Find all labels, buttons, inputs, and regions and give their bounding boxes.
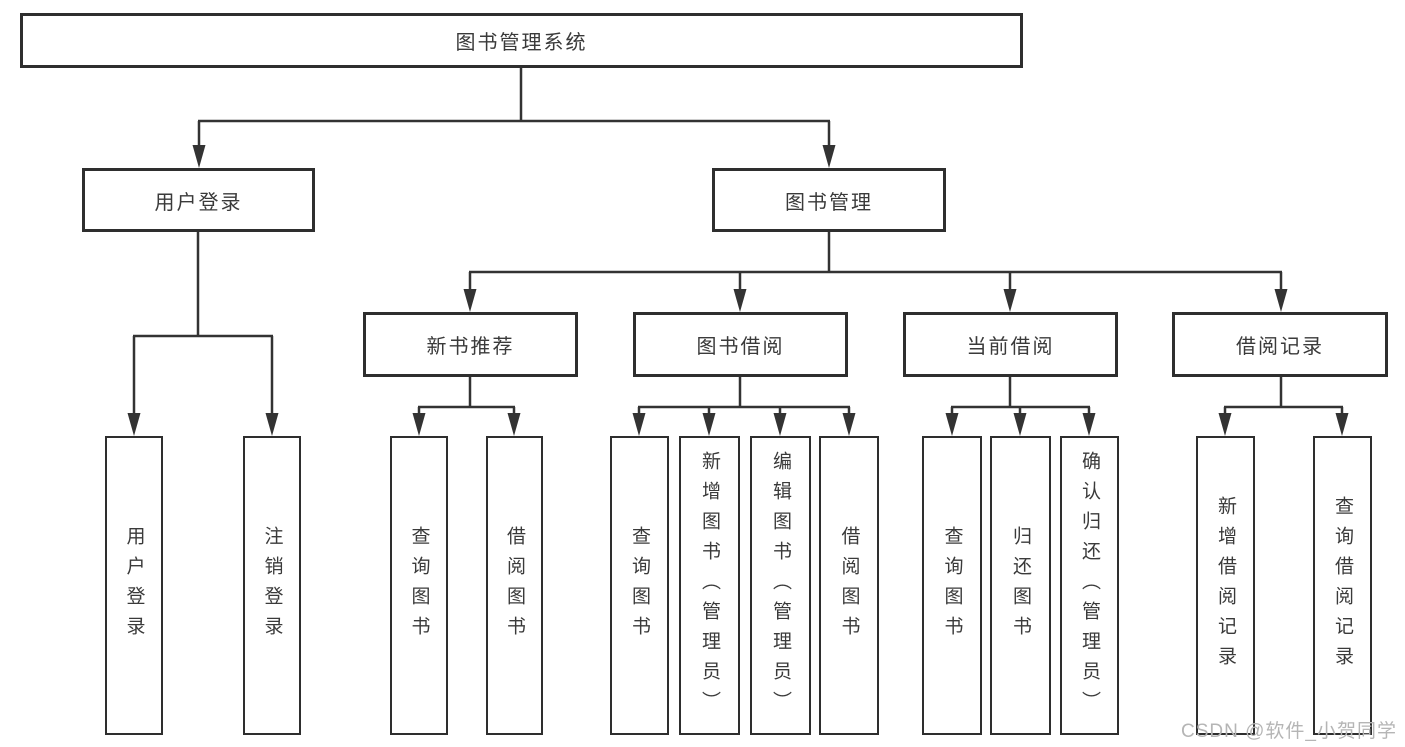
node-root: 图书管理系统 [20,13,1023,68]
leaf-add-borrow-record: 新增借阅记录 [1196,436,1255,735]
node-user-login-branch: 用户登录 [82,168,315,232]
node-borrow-records: 借阅记录 [1172,312,1388,377]
leaf-borrow-book-2: 借阅图书 [819,436,879,735]
csdn-watermark: CSDN @软件_小贺同学 [1181,721,1397,742]
leaf-return-book: 归还图书 [990,436,1051,735]
leaf-logout: 注销登录 [243,436,301,735]
leaf-edit-book-admin: 编辑图书（管理员） [750,436,811,735]
leaf-query-book-1: 查询图书 [390,436,448,735]
node-current-borrow: 当前借阅 [903,312,1118,377]
node-book-management-branch: 图书管理 [712,168,946,232]
leaf-add-book-admin: 新增图书（管理员） [679,436,740,735]
leaf-confirm-return-admin: 确认归还（管理员） [1060,436,1119,735]
leaf-query-book-3: 查询图书 [922,436,982,735]
leaf-borrow-book-1: 借阅图书 [486,436,543,735]
leaf-query-book-2: 查询图书 [610,436,669,735]
leaf-query-borrow-record: 查询借阅记录 [1313,436,1372,735]
node-book-borrow: 图书借阅 [633,312,848,377]
node-new-book-recommend: 新书推荐 [363,312,578,377]
leaf-user-login: 用户登录 [105,436,163,735]
